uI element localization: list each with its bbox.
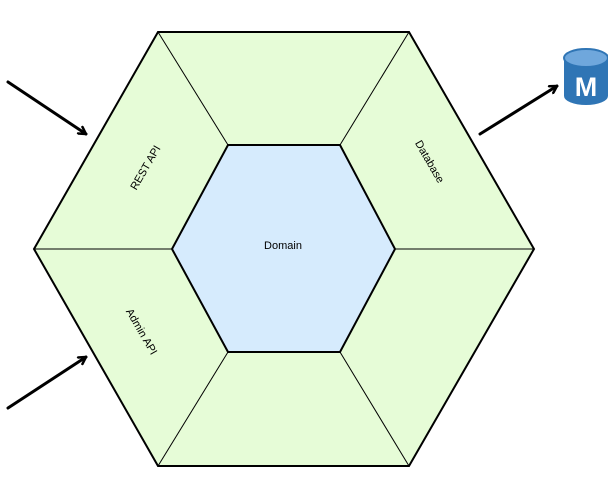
outbound-arrow-database [478, 84, 559, 136]
database-icon-letter: M [575, 72, 598, 102]
divider-bottom-left [157, 351, 229, 467]
database-cylinder-icon: M [563, 48, 608, 105]
inbound-arrow-rest [6, 80, 88, 136]
divider-top-left [157, 31, 229, 146]
divider-top-right [339, 31, 410, 146]
segment-dividers [34, 31, 534, 467]
domain-core-hexagon [170, 144, 397, 353]
divider-bottom-right [339, 351, 410, 467]
domain-label: Domain [264, 240, 302, 252]
inbound-arrow-admin [6, 355, 88, 410]
